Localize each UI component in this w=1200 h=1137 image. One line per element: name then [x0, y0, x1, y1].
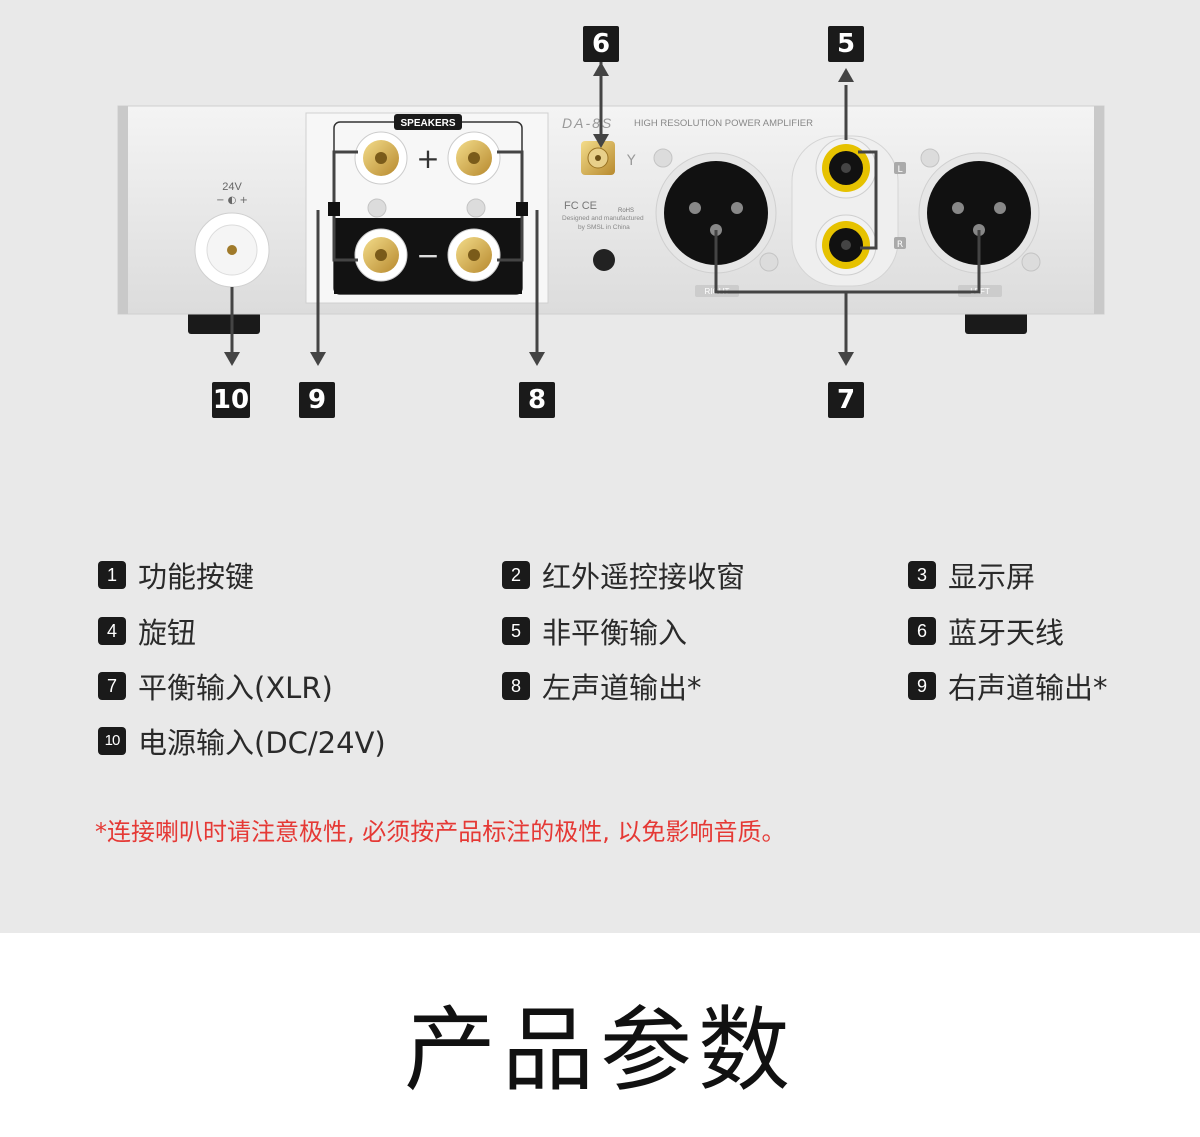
product-diagram-section: SPEAKERS + −: [0, 0, 1200, 933]
callout-7: 7: [828, 382, 864, 418]
legend-label: 电源输入(DC/24V): [138, 726, 386, 760]
rca-left-label: L: [897, 165, 902, 175]
legend-item-10: 10 电源输入(DC/24V): [98, 721, 386, 761]
legend-label: 左声道输出*: [542, 671, 702, 705]
designed-line2: by SMSL in China: [578, 224, 630, 231]
callout-5: 5: [828, 26, 864, 62]
legend-item-3: 3 显示屏: [908, 555, 1035, 595]
legend-label: 旋钮: [138, 616, 197, 650]
legend-item-7: 7 平衡输入(XLR): [98, 666, 333, 706]
legend-item-2: 2 红外遥控接收窗: [502, 555, 745, 595]
left-foot: [188, 312, 260, 334]
legend-number: 7: [98, 672, 126, 700]
rohs-text: RoHS: [618, 208, 634, 214]
dc-rating: 24V: [222, 181, 242, 193]
designed-line1: Designed and manufactured: [562, 215, 644, 222]
ground-post: [593, 249, 615, 271]
legend-item-5: 5 非平衡输入: [502, 611, 687, 651]
bluetooth-antenna-connector: [581, 141, 615, 175]
legend-number: 8: [502, 672, 530, 700]
legend-number: 10: [98, 727, 126, 755]
section-heading: 产品参数: [403, 997, 796, 1104]
plus-sign: +: [416, 142, 439, 175]
callout-8: 8: [519, 382, 555, 418]
minus-sign: −: [416, 239, 439, 272]
legend-label: 显示屏: [948, 560, 1036, 594]
legend-number: 6: [908, 617, 936, 645]
legend-item-9: 9 右声道输出*: [908, 666, 1108, 706]
legend-label: 平衡输入(XLR): [138, 671, 333, 705]
legend-number: 5: [502, 617, 530, 645]
rca-input-left: [815, 137, 877, 199]
dc-power-jack: [194, 212, 270, 288]
legend-item-6: 6 蓝牙天线: [908, 611, 1064, 651]
legend-number: 2: [502, 561, 530, 589]
amplifier-rear-panel: SPEAKERS + −: [117, 62, 1105, 366]
legend-number: 9: [908, 672, 936, 700]
dc-polarity-icon: − ◐ +: [216, 195, 248, 206]
legend-number: 3: [908, 561, 936, 589]
polarity-warning-note: *连接喇叭时请注意极性, 必须按产品标注的极性, 以免影响音质。: [95, 818, 786, 846]
legend-label: 蓝牙天线: [948, 616, 1065, 650]
callout-10: 10: [212, 382, 250, 418]
legend-number: 4: [98, 617, 126, 645]
legend-number: 1: [98, 561, 126, 589]
callout-9: 9: [299, 382, 335, 418]
binding-post-left-minus: [354, 228, 408, 282]
model-logo: DA-8S: [562, 115, 613, 131]
legend-item-1: 1 功能按键: [98, 555, 254, 595]
binding-post-left-plus: [354, 131, 408, 185]
binding-post-right-plus: [447, 131, 501, 185]
legend-label: 功能按键: [138, 560, 255, 594]
rca-right-label: R: [897, 240, 903, 250]
antenna-symbol-icon: Y: [626, 153, 636, 169]
binding-post-right-minus: [447, 228, 501, 282]
callout-6: 6: [583, 26, 619, 62]
right-foot: [965, 312, 1027, 334]
legend-label: 右声道输出*: [948, 671, 1108, 705]
speakers-label: SPEAKERS: [400, 118, 455, 129]
rca-input-right: [815, 214, 877, 276]
xlr-input-left: [918, 152, 1040, 274]
model-subtitle: HIGH RESOLUTION POWER AMPLIFIER: [634, 118, 813, 129]
legend-label: 红外遥控接收窗: [542, 560, 746, 594]
legend-item-8: 8 左声道输出*: [502, 666, 702, 706]
cert-text: FC CE: [564, 200, 597, 212]
legend-label: 非平衡输入: [542, 616, 688, 650]
legend-item-4: 4 旋钮: [98, 611, 196, 651]
